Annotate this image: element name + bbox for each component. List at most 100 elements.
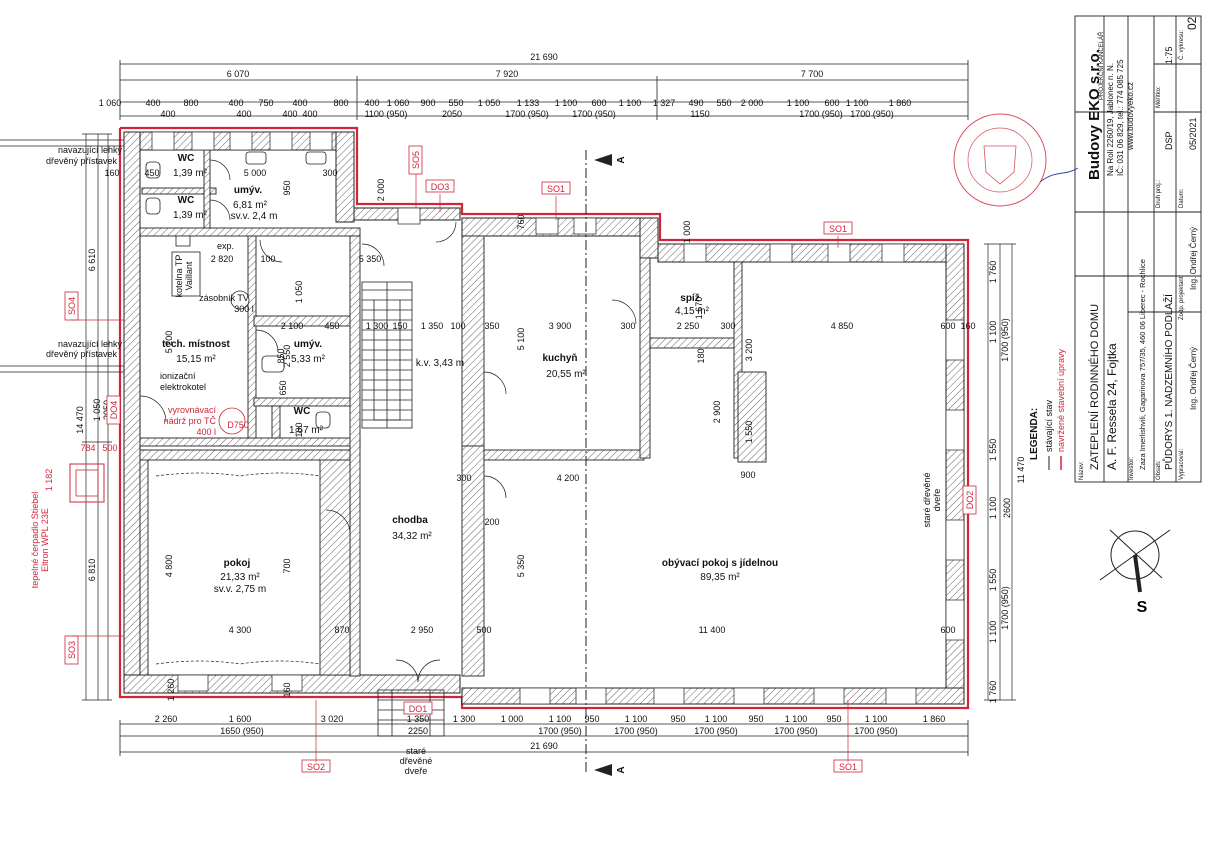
dim-bottom-row-item: 1 300 [453, 714, 476, 724]
tb-dwg-label: Č. výkresu: [1178, 30, 1185, 60]
interior-dim-item: 2 550 [282, 345, 292, 368]
dim-top-row2-item: 1100 (950) [365, 109, 408, 119]
interior-dim-item: 600 [940, 321, 955, 331]
room-umyv-1-area: 6,81 m² [233, 200, 268, 211]
door-old-1: staré [406, 746, 426, 756]
interior-dim-item: 350 [484, 321, 499, 331]
interior-dim-item: 1 260 [166, 679, 176, 702]
window [397, 207, 421, 225]
room-bedroom-note: sv.v. 2,75 m [214, 584, 266, 595]
element-tag: D750 [227, 420, 249, 430]
tb-company-sub: PROJEKČNÍ KANCELÁŘ [1097, 31, 1105, 100]
dim-top-row-item: 1 100 [846, 98, 869, 108]
element-tag: SO1 [829, 224, 847, 234]
dim-top-row-item: 750 [258, 98, 273, 108]
dim-top-row-item: 2 000 [741, 98, 764, 108]
interior-dim-item: 4 200 [557, 473, 580, 483]
interior-dim-item: 900 [740, 470, 755, 480]
window [573, 217, 597, 235]
kotel-vert-2: Vaillant [184, 261, 194, 290]
title-block [1074, 15, 1202, 483]
interior-dim-item: 870 [334, 625, 349, 635]
room-umyv-1-name: umýv. [234, 185, 262, 196]
door-swing [325, 509, 351, 535]
interior-dim-item: 760 [516, 214, 526, 229]
interior-dim-item: 100 [294, 422, 304, 437]
room-living-area: 89,35 m² [700, 572, 740, 583]
dim-top-row-item: 550 [716, 98, 731, 108]
dim-top-row-item: 1 100 [555, 98, 578, 108]
element-tag: DO1 [409, 704, 428, 714]
dim-bottom-row2-item: 1650 (950) [220, 726, 264, 736]
interior-dim-item: 1 670 [694, 297, 704, 320]
ext-annex-2b: dřevěný přístavek [46, 349, 118, 359]
tb-resp-label: Zodp. projektant: [1179, 275, 1185, 320]
tag-box [106, 395, 121, 425]
dim-top-row-item: 900 [420, 98, 435, 108]
dim-top-seg-2: 7 920 [496, 69, 519, 79]
door-swing [209, 199, 231, 221]
title-block-text: Budovy EKO s.r.o. PROJEKČNÍ KANCELÁŘ Na … [1079, 16, 1199, 480]
tb-drawn-label: Vypracoval: [1179, 449, 1185, 480]
dim-bottom-row-item: 950 [670, 714, 685, 724]
ext-annex-1a: navazující lehký [58, 145, 123, 155]
tb-scale: 1:75 [1164, 46, 1174, 64]
dim-top-row-item: 1 327 [653, 98, 676, 108]
room-kitchen-name: kuchyň [542, 353, 577, 364]
tb-address: Na Roli 2260/19, Jablonec n. N. [1106, 63, 1115, 176]
window [885, 687, 917, 705]
dim-right-item: 1 100 [988, 621, 998, 644]
tag-box [425, 179, 455, 193]
window [813, 687, 845, 705]
section-label-top: A [616, 156, 627, 163]
window [229, 131, 253, 151]
dim-total-bottom: 21 690 [530, 741, 558, 751]
room-hall-name: chodba [392, 515, 428, 526]
staircase [361, 281, 413, 429]
tb-investor: Zaza Imerlishvili, Gagarinova 757/35, 46… [1138, 259, 1147, 470]
dim-bottom-row-item: 1 100 [705, 714, 728, 724]
interior-dim-item: 160 [282, 682, 292, 697]
dim-top-row-item: 490 [688, 98, 703, 108]
interior-dim-item: 2 950 [411, 625, 434, 635]
dim-bottom-row2-item: 1700 (950) [774, 726, 818, 736]
door-swing [483, 475, 507, 499]
door-swing [483, 371, 507, 395]
window [269, 131, 293, 151]
dim-top-row-item: 1 060 [99, 98, 122, 108]
tag-box [962, 485, 977, 515]
tb-contact: IČ: 031 06 829, tel.: 774 085 725 [1116, 59, 1125, 176]
dim-right-item: 1 760 [988, 261, 998, 284]
interior-dim-item: 950 [282, 180, 292, 195]
dim-bottom-row-item: 1 100 [549, 714, 572, 724]
tag-box [408, 145, 423, 175]
door-swing [361, 243, 385, 267]
dim-bottom-row2-item: 1700 (950) [694, 726, 738, 736]
dim-top-row2-item: 2050 [442, 109, 462, 119]
dim-bottom-row2-item: 1700 (950) [538, 726, 582, 736]
interior-dim-item: 160 [960, 321, 975, 331]
interior-dim-item: 4 800 [164, 555, 174, 578]
door-swing [209, 159, 231, 181]
dim-top-row2-item: 1700 (950) [850, 109, 894, 119]
tb-dwg: 02 [1185, 16, 1199, 30]
legend: LEGENDA: stávající stav navržené stavebn… [1029, 348, 1066, 470]
tag-box [64, 291, 79, 321]
tank-label-2: nádrž pro TČ [164, 416, 217, 426]
interior-dim-item: 160 [104, 168, 119, 178]
legend-existing: stávající stav [1044, 399, 1054, 452]
tb-content: PŮDORYS 1. NADZEMNÍHO PODLAŽÍ [1162, 294, 1175, 470]
tb-drawn: Ing. Ondřej Černý [1189, 347, 1198, 410]
engineer-stamp [953, 113, 1079, 207]
interior-dim-item: 200 [484, 517, 499, 527]
interior-dim-item: 450 [324, 321, 339, 331]
dim-bottom-row-item: 1 100 [785, 714, 808, 724]
room-wc-2-name: WC [178, 195, 195, 206]
tank-label-1: vyrovnávací [168, 405, 217, 415]
dim-top-seg-1: 6 070 [227, 69, 250, 79]
dim-top-row2-item: 400 [302, 109, 317, 119]
room-kv-label: k.v. 3,43 m [416, 358, 464, 369]
